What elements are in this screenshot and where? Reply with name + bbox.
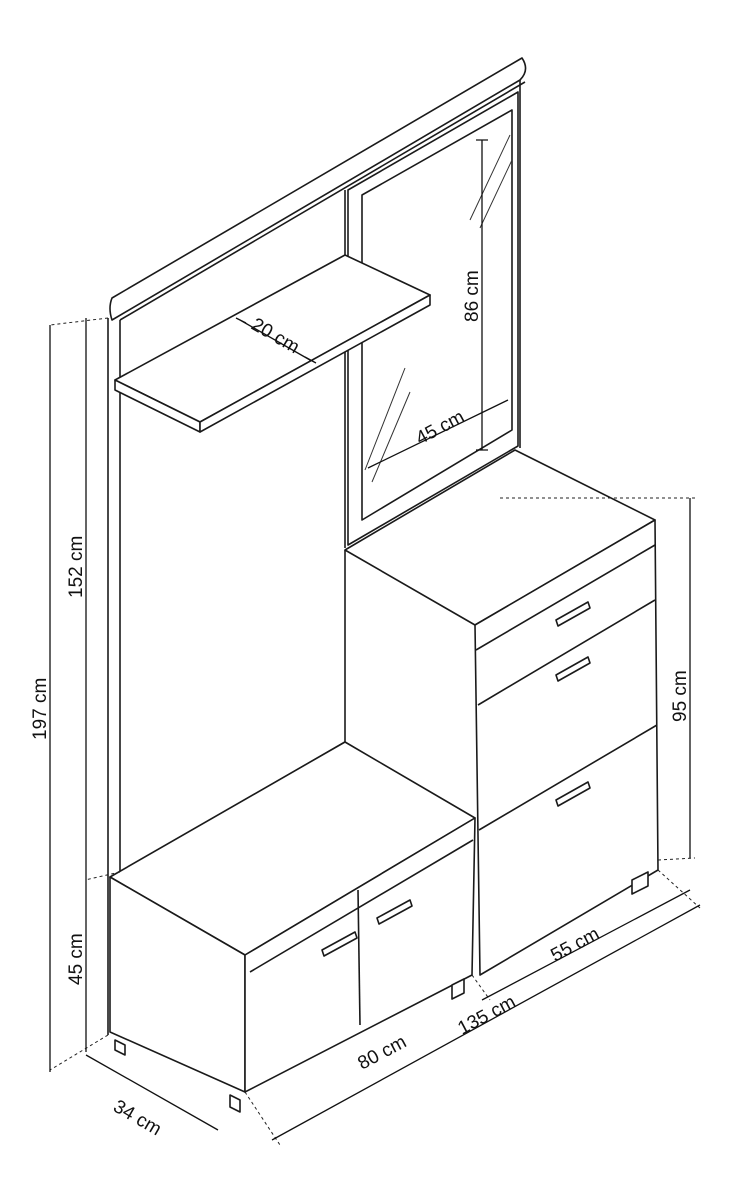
bench-height-label: 45 cm	[66, 933, 87, 985]
total-width-label: 135 cm	[454, 992, 519, 1040]
depth-label: 34 cm	[110, 1096, 165, 1140]
cabinet-height-label: 95 cm	[670, 670, 691, 722]
mirror	[347, 91, 519, 546]
bench-width-label: 80 cm	[354, 1032, 410, 1075]
shoe-cabinet	[344, 449, 659, 976]
back-panel	[107, 57, 527, 1035]
upper-height-label: 152 cm	[66, 536, 87, 598]
bench	[109, 741, 476, 1113]
total-height-label: 197 cm	[30, 678, 51, 740]
mirror-height-label: 86 cm	[462, 270, 483, 322]
dimension-lines	[49, 139, 701, 1146]
